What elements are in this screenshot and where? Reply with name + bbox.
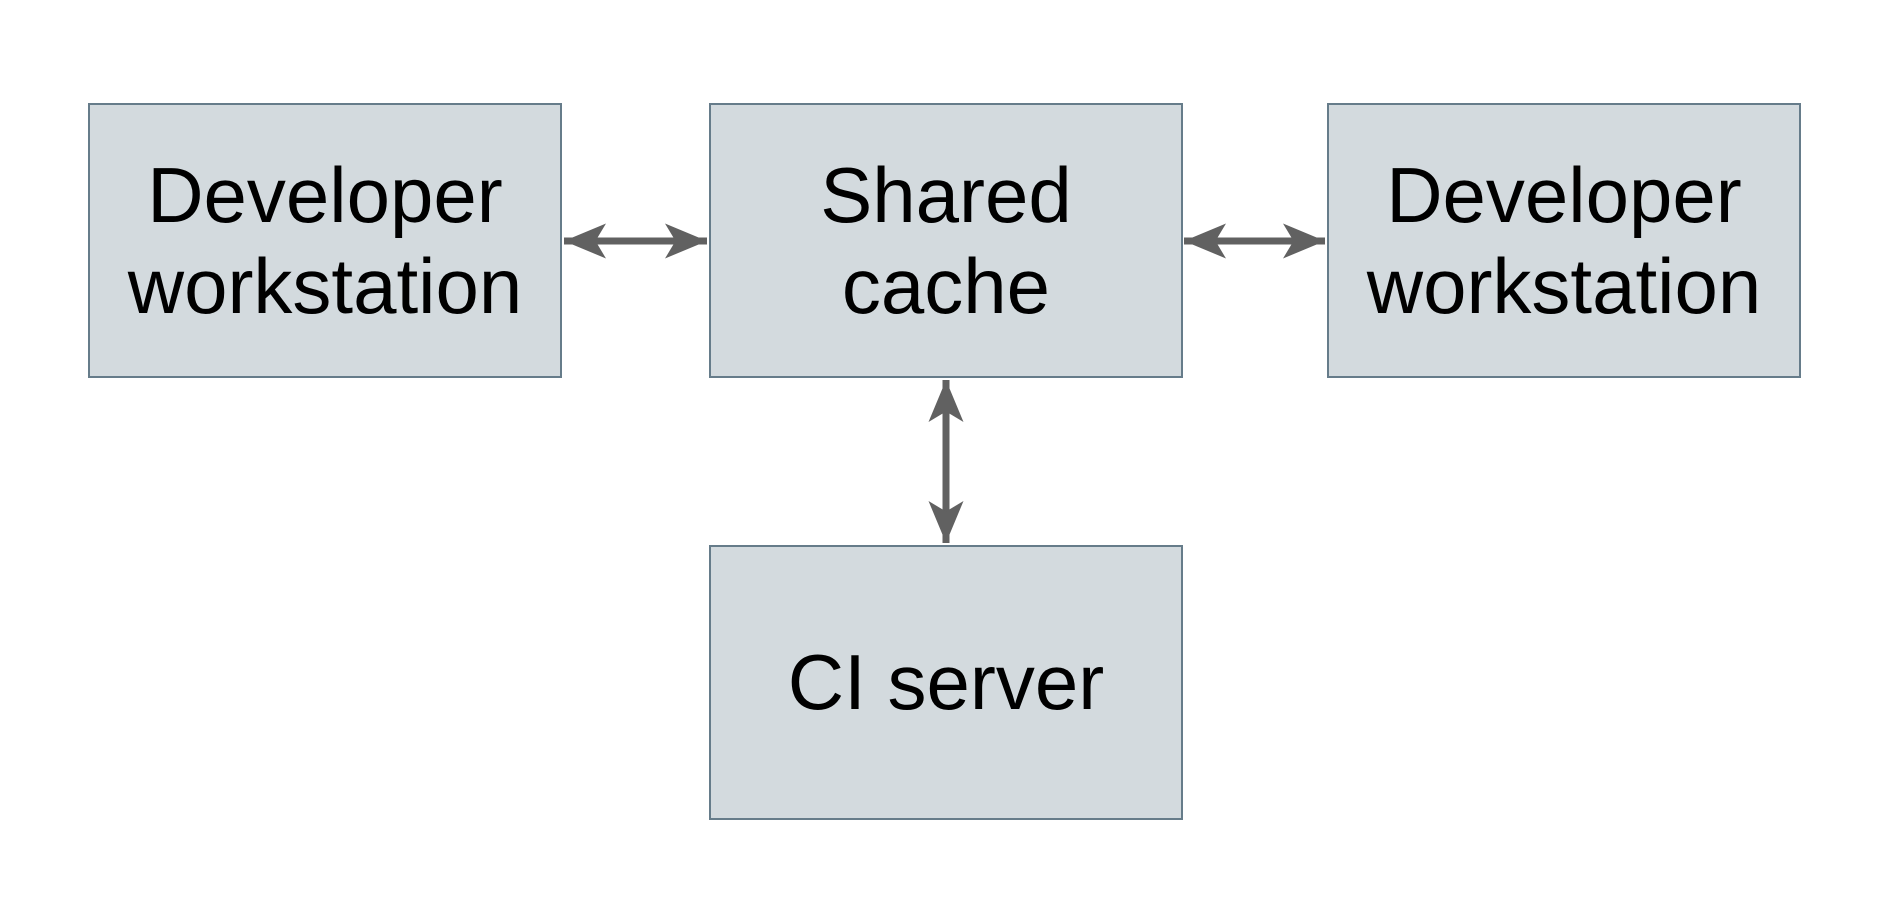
node-ci-server: CI server [709,545,1183,820]
node-label-developer-workstation-right: Developer workstation [1367,150,1762,331]
label-line: workstation [127,241,523,330]
label-line: Developer [147,151,503,240]
node-label-shared-cache: Shared cache [820,150,1072,331]
label-line: workstation [1366,241,1762,330]
node-developer-workstation-right: Developer workstation [1327,103,1801,378]
node-label-ci-server: CI server [788,637,1104,727]
label-line: Developer [1386,151,1742,240]
node-developer-workstation-left: Developer workstation [88,103,562,378]
node-label-developer-workstation-left: Developer workstation [128,150,523,331]
label-line: Shared [820,151,1072,240]
label-line: cache [841,241,1051,330]
label-line: CI server [787,638,1105,727]
node-shared-cache: Shared cache [709,103,1183,378]
